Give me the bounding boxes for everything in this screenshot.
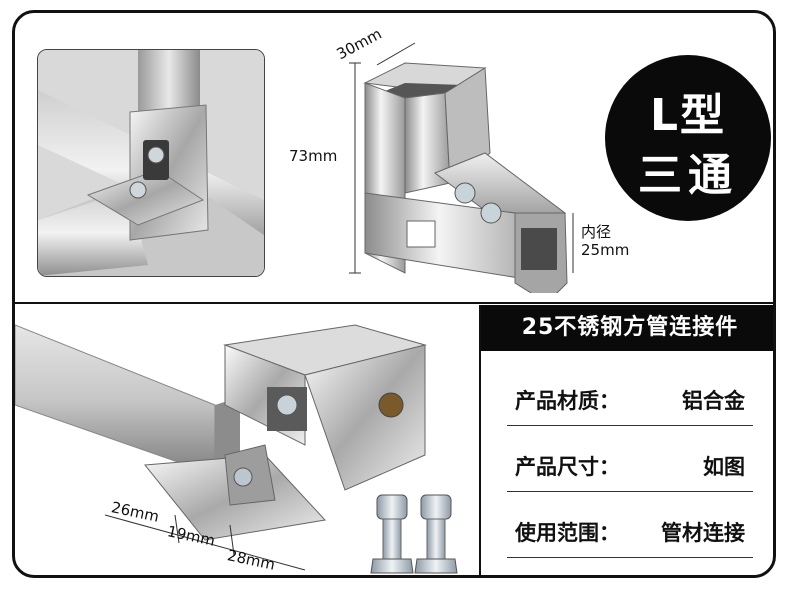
dim-inner-label: 内径 [581, 223, 612, 241]
bolt-right [414, 494, 458, 574]
spec-label: 产品尺寸： [515, 455, 620, 479]
spec-row-usage: 使用范围： 管材连接 [507, 509, 753, 558]
installed-connector-photo [37, 49, 265, 277]
connector-dimension-drawing [349, 42, 574, 293]
section-divider [15, 302, 773, 304]
spec-value: 铝合金 [682, 389, 745, 413]
spec-label: 使用范围： [515, 521, 620, 545]
badge-line1: L型 [649, 90, 727, 141]
spec-value: 管材连接 [661, 521, 745, 545]
spec-row-size: 产品尺寸： 如图 [507, 443, 753, 492]
installed-connector-illustration [38, 50, 264, 276]
spec-row-material: 产品材质： 铝合金 [507, 377, 753, 426]
dim-inner-value: 25mm [581, 241, 630, 259]
l-type-tee-badge: L型 三通 [605, 55, 771, 221]
dim-height: 73mm [289, 147, 338, 165]
spec-value: 如图 [703, 455, 745, 479]
product-card: 30mm 73mm 内径 25mm L型 三通 [12, 10, 776, 578]
spec-panel-border [479, 305, 481, 575]
spec-label: 产品材质： [515, 389, 620, 413]
badge-line2: 三通 [638, 150, 738, 201]
disassembled-view-drawing [15, 324, 458, 574]
bolt-left [370, 494, 414, 574]
product-title: 25不锈钢方管连接件 [481, 305, 773, 351]
